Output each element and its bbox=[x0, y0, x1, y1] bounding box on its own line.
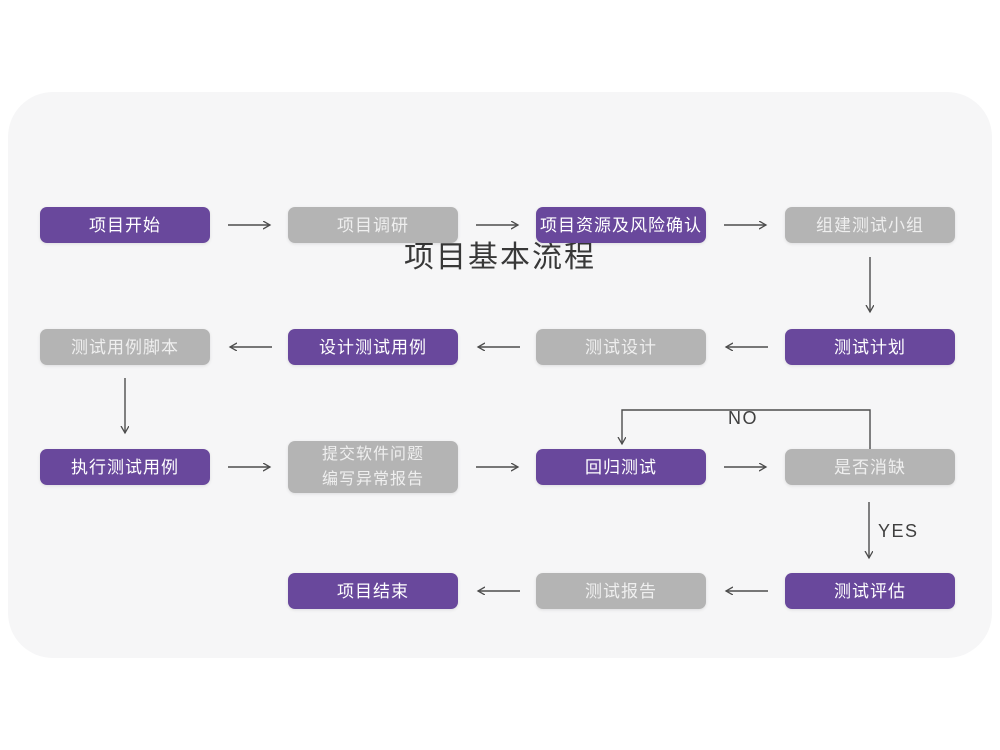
node-project-start: 项目开始 bbox=[40, 207, 210, 243]
node-regression-test: 回归测试 bbox=[536, 449, 706, 485]
node-test-report: 测试报告 bbox=[536, 573, 706, 609]
node-project-research: 项目调研 bbox=[288, 207, 458, 243]
page-title: 项目基本流程 bbox=[404, 241, 596, 274]
node-project-risk: 项目资源及风险确认 bbox=[536, 207, 706, 243]
node-design-test-case: 设计测试用例 bbox=[288, 329, 458, 365]
yes-label: YES bbox=[878, 521, 919, 541]
node-submit-issue-report: 提交软件问题 编写异常报告 bbox=[288, 441, 458, 493]
arrow-no-loop bbox=[622, 409, 871, 449]
node-project-end: 项目结束 bbox=[288, 573, 458, 609]
node-test-design: 测试设计 bbox=[536, 329, 706, 365]
flow-connectors bbox=[8, 92, 992, 658]
flowchart-card: 项目基本流程 bbox=[8, 92, 992, 658]
node-test-plan: 测试计划 bbox=[785, 329, 955, 365]
node-test-evaluate: 测试评估 bbox=[785, 573, 955, 609]
node-defect-resolved: 是否消缺 bbox=[785, 449, 955, 485]
node-test-case-script: 测试用例脚本 bbox=[40, 329, 210, 365]
node-build-test-team: 组建测试小组 bbox=[785, 207, 955, 243]
no-label: NO bbox=[728, 408, 758, 428]
node-execute-test-case: 执行测试用例 bbox=[40, 449, 210, 485]
